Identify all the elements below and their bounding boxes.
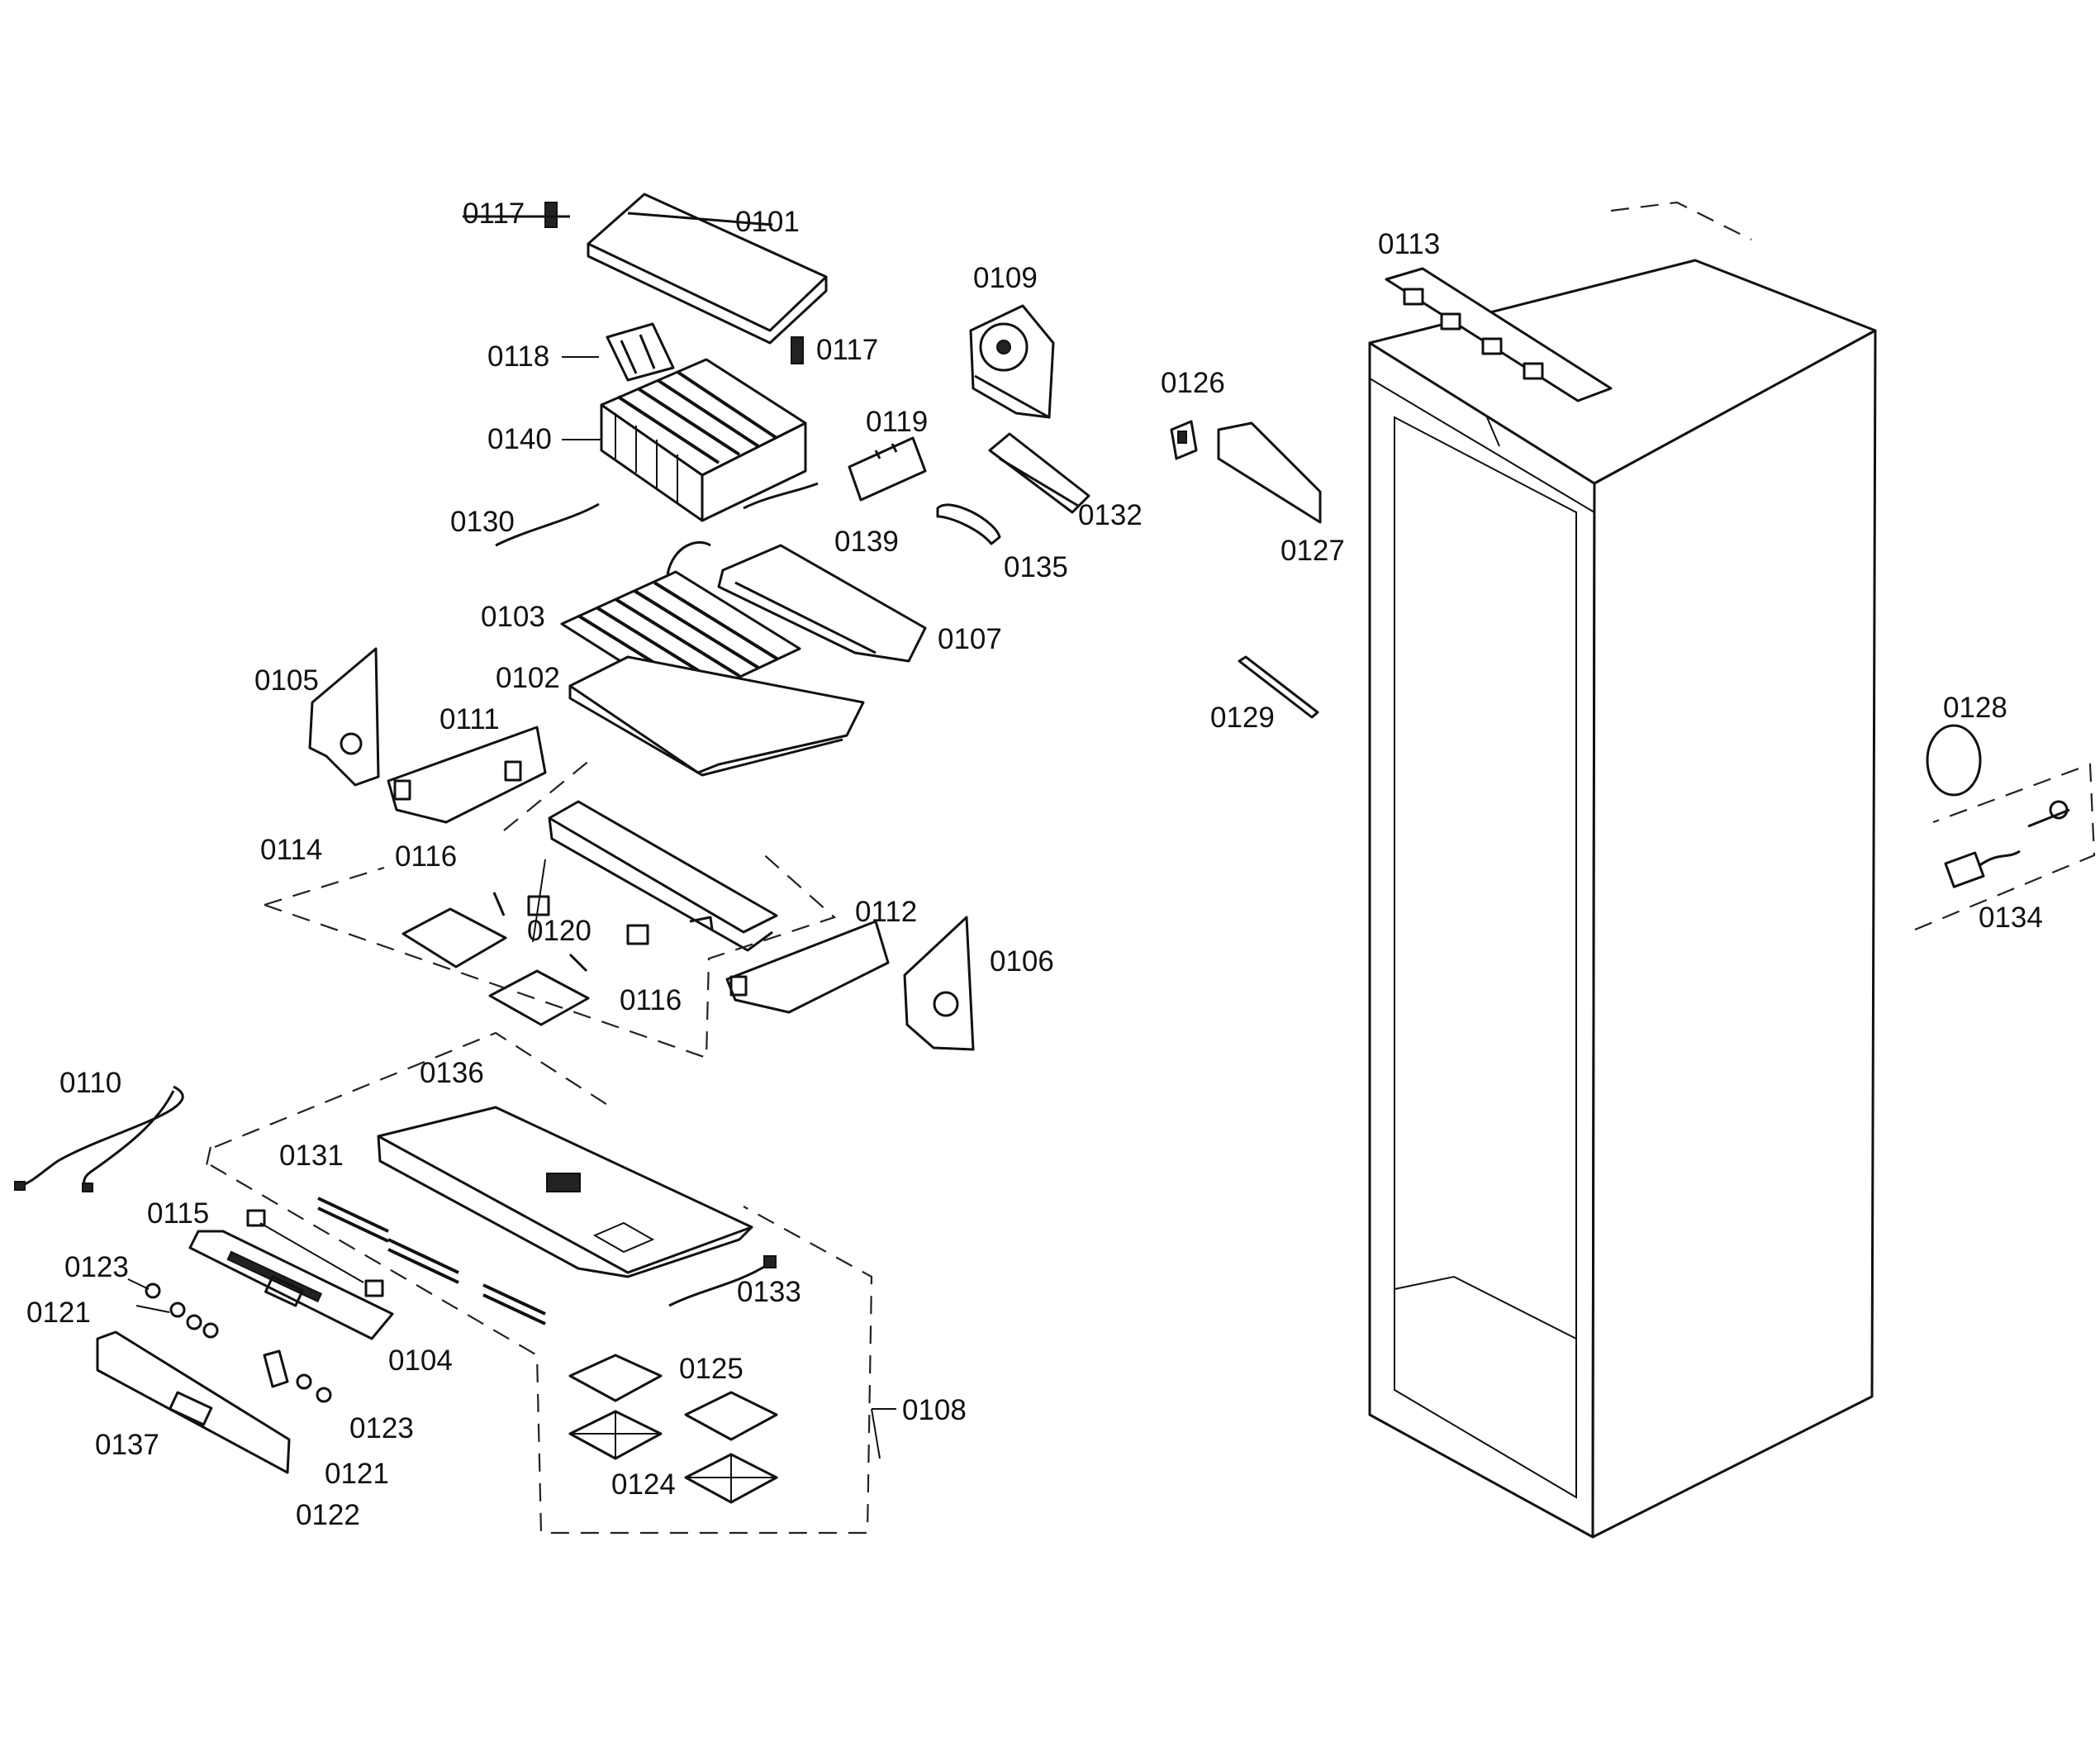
screw-part <box>463 202 804 364</box>
label-0130: 0130 <box>450 506 515 538</box>
label-0125: 0125 <box>679 1353 744 1385</box>
label-0128: 0128 <box>1943 692 2007 724</box>
terminal-block-part <box>848 436 927 502</box>
label-0133: 0133 <box>737 1276 801 1308</box>
panel-part <box>1217 421 1322 524</box>
label-0136: 0136 <box>420 1057 484 1089</box>
label-0123-right: 0123 <box>349 1412 414 1444</box>
label-0119: 0119 <box>866 406 928 438</box>
label-0107: 0107 <box>938 623 1002 655</box>
temp-sensor-part <box>668 1255 777 1307</box>
drain-channel-part <box>717 544 927 663</box>
label-0140: 0140 <box>487 423 552 455</box>
tray-cover-part <box>377 1106 753 1278</box>
label-0104: 0104 <box>388 1344 453 1377</box>
label-0113: 0113 <box>1378 228 1440 260</box>
ring-part <box>1926 724 1982 797</box>
strip-part <box>1238 655 1319 719</box>
label-0106: 0106 <box>990 945 1054 978</box>
label-0122: 0122 <box>296 1499 360 1531</box>
label-0126: 0126 <box>1161 367 1225 399</box>
control-board-part <box>1385 267 1613 402</box>
label-0116-lower: 0116 <box>620 984 682 1016</box>
control-panel-part <box>188 1230 394 1340</box>
label-0120: 0120 <box>527 915 592 947</box>
sensor-wire-part <box>495 482 819 547</box>
light-cover-part <box>548 800 778 952</box>
filter-pad-part <box>568 1354 778 1504</box>
hinge-bracket-right-part <box>725 920 890 1014</box>
top-cover-part <box>587 193 828 345</box>
evaporator-coil-part <box>600 358 807 522</box>
label-0112: 0112 <box>855 896 917 928</box>
label-0118: 0118 <box>487 340 549 373</box>
label-0109: 0109 <box>973 262 1038 294</box>
label-0114: 0114 <box>260 834 322 866</box>
bracket-part <box>606 322 675 382</box>
label-0115: 0115 <box>147 1197 209 1230</box>
label-0123-left: 0123 <box>64 1251 129 1283</box>
part-labels: 0117 0101 0118 0117 0109 0113 0140 0119 … <box>26 197 2043 1531</box>
label-0103: 0103 <box>481 601 545 633</box>
side-bracket-left-part <box>308 647 380 787</box>
label-0101: 0101 <box>735 206 800 238</box>
label-0102: 0102 <box>496 662 560 694</box>
label-0135: 0135 <box>1004 551 1068 583</box>
label-0134: 0134 <box>1979 902 2043 934</box>
drain-pan-part <box>568 655 865 777</box>
label-0117-mid: 0117 <box>816 334 878 366</box>
label-0111: 0111 <box>439 703 500 735</box>
label-0127: 0127 <box>1280 535 1345 567</box>
label-0131: 0131 <box>279 1140 344 1172</box>
label-0121-right: 0121 <box>325 1458 389 1490</box>
label-0132: 0132 <box>1078 499 1143 531</box>
side-bracket-right-part <box>903 916 975 1051</box>
small-screw-part <box>127 1278 332 1403</box>
fan-motor-part <box>969 304 1055 419</box>
gasket-strip-part <box>317 1197 546 1325</box>
assembly-group-outline <box>205 755 873 1535</box>
switch-part <box>1170 420 1198 460</box>
actuator-part <box>263 1349 289 1388</box>
knob-part <box>246 1209 384 1297</box>
wire-harness-part <box>14 1085 184 1192</box>
label-0108: 0108 <box>902 1394 967 1426</box>
clip-part <box>936 503 1001 545</box>
label-0105: 0105 <box>254 664 319 697</box>
refrigerator-cabinet <box>1368 201 1877 1539</box>
duct-part <box>988 432 1090 514</box>
hinge-bracket-part <box>387 726 547 824</box>
label-0116-upper: 0116 <box>395 840 457 873</box>
label-0139: 0139 <box>834 526 899 558</box>
label-0121-left: 0121 <box>26 1297 91 1329</box>
lamp-socket-part <box>401 892 649 1026</box>
label-0137: 0137 <box>95 1429 159 1461</box>
label-0117-top: 0117 <box>463 197 525 230</box>
trim-plate-part <box>96 1330 291 1474</box>
leader-lines <box>532 356 881 1459</box>
label-0110: 0110 <box>59 1067 121 1099</box>
label-0129: 0129 <box>1210 702 1275 734</box>
label-0124: 0124 <box>611 1468 676 1501</box>
valve-assembly-part <box>1914 763 2096 931</box>
